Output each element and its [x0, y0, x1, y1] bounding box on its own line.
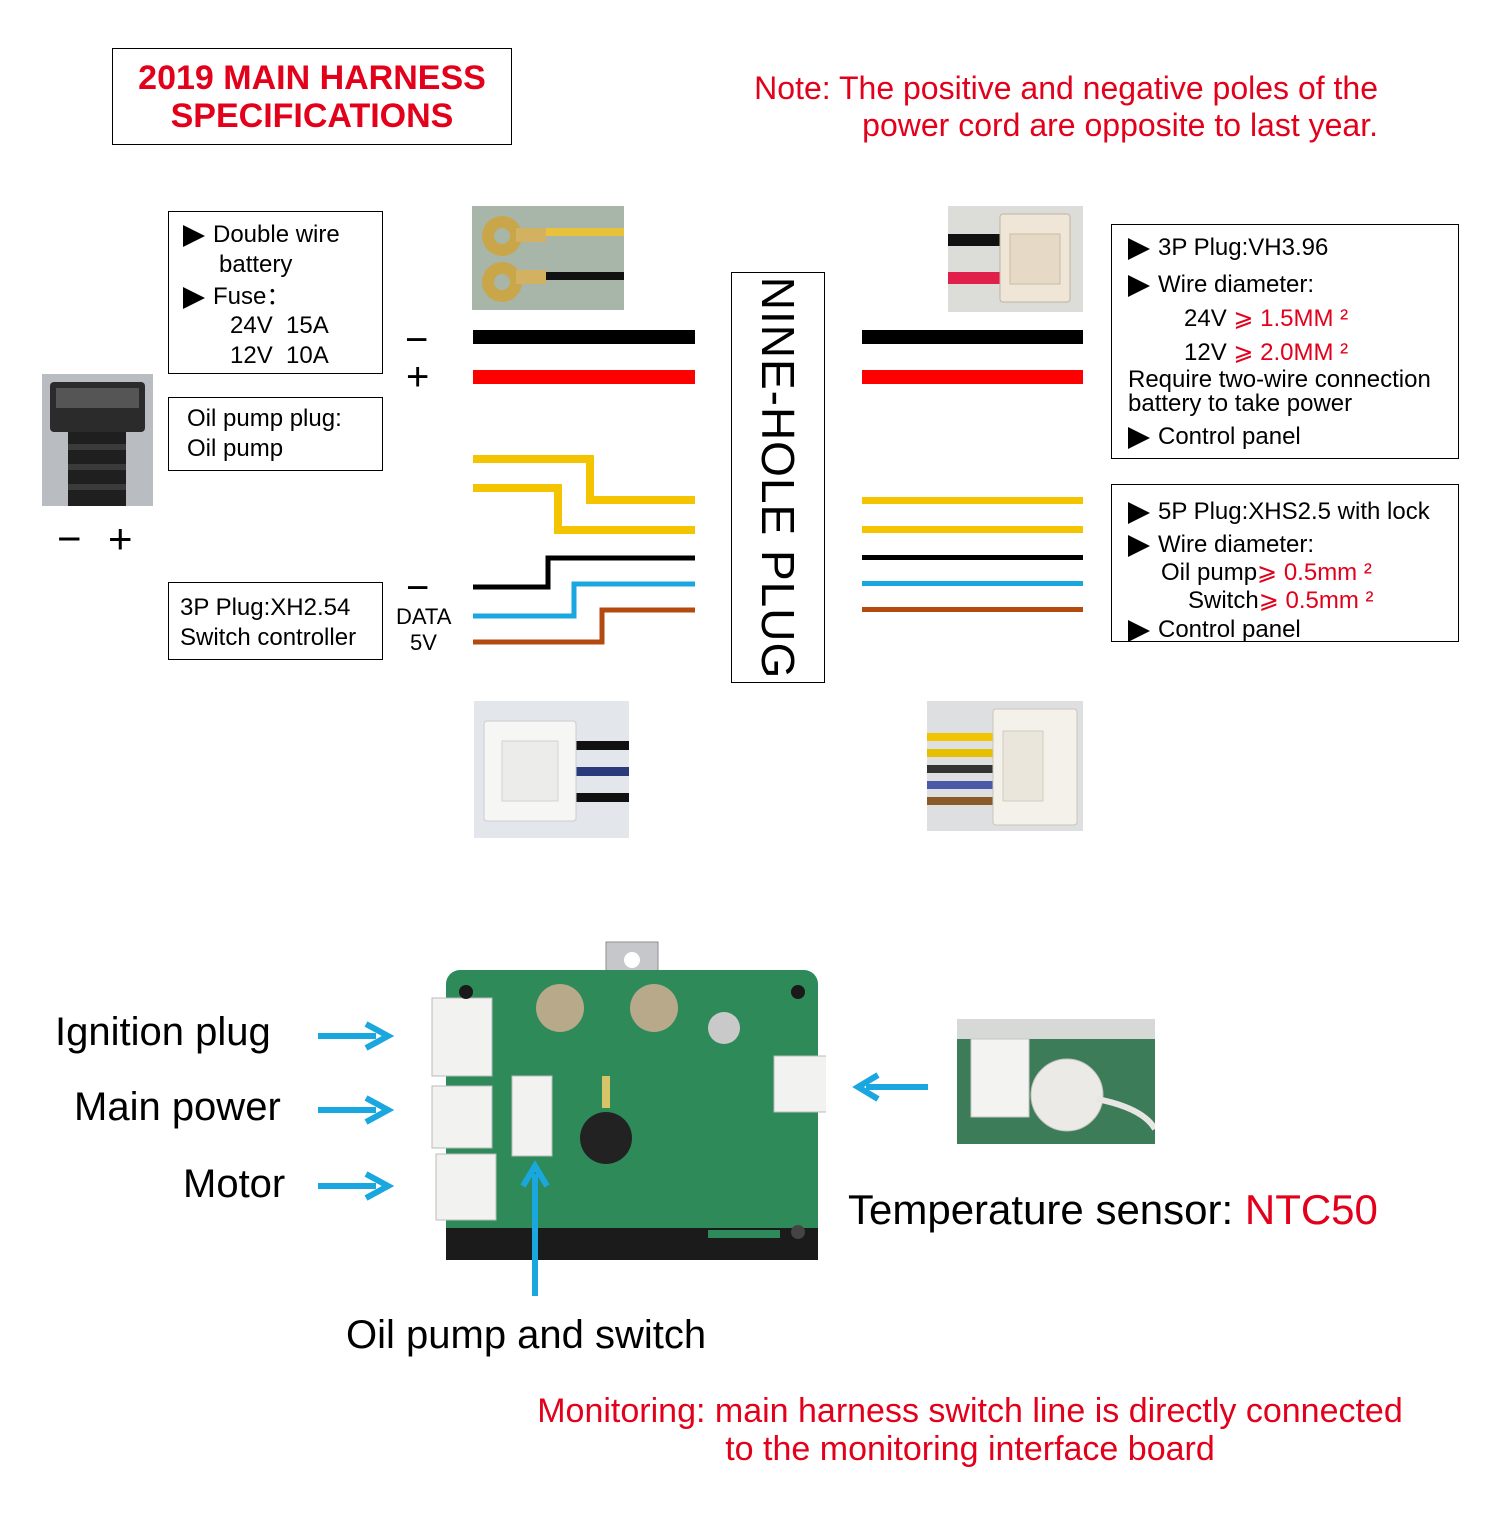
arrow-bullet-icon [1128, 501, 1150, 524]
right-yellow-wire-2 [862, 526, 1083, 533]
battery-item-2: Fuse： [183, 282, 290, 312]
oil-pump-line1: Oil pump plug: [187, 405, 342, 432]
monitoring-note: Monitoring: main harness switch line is … [470, 1392, 1470, 1468]
switch-line1: 3P Plug:XH2.54 [180, 594, 351, 621]
sensor-arrow-icon [852, 1072, 928, 1102]
xhs25-spec-box: 5P Plug:XHS2.5 with lock Wire diameter: … [1111, 484, 1459, 645]
note-line2: power cord are opposite to last year. [862, 107, 1378, 143]
vh396-item-2: Wire diameter: [1128, 270, 1314, 300]
wire-12v-spec: 12V ⩾ 2.0MM ² [1184, 339, 1349, 366]
left-yellow-wire-2 [473, 484, 695, 534]
temperature-sensor-label: Temperature sensor: NTC50 [848, 1186, 1378, 1233]
sensor-type: NTC50 [1244, 1186, 1378, 1233]
temperature-sensor-photo [957, 1019, 1155, 1144]
battery-spec-box: Double wire battery Fuse： 24V 15A 12V 10… [168, 211, 383, 374]
arrow-bullet-icon [1128, 534, 1150, 557]
arrow-bullet-icon [1128, 426, 1150, 449]
oil-pump-plus-sign: + [108, 515, 133, 562]
oil-pump-minus-sign: − [57, 515, 82, 562]
left-black-power-wire [473, 330, 695, 344]
arrow-bullet-icon [1128, 274, 1150, 297]
right-brown-5v-wire [862, 607, 1083, 612]
oil-pump-wire-spec: Oil pump⩾ 0.5mm ² [1161, 559, 1372, 586]
right-red-power-wire [862, 370, 1083, 384]
vh396-plug-photo [948, 206, 1083, 312]
monitoring-line2: to the monitoring interface board [725, 1430, 1215, 1468]
motor-arrow-icon [318, 1171, 395, 1201]
polarity-note: Note: The positive and negative poles of… [678, 70, 1378, 144]
arrow-bullet-icon [183, 286, 205, 309]
5v-label: 5V [410, 630, 437, 655]
main-power-label: Main power [74, 1085, 281, 1129]
switch-spec-box: 3P Plug:XH2.54 Switch controller [168, 582, 383, 660]
title-line2: SPECIFICATIONS [170, 96, 454, 135]
oil-pump-switch-arrow-icon [520, 1160, 550, 1296]
ring-terminal-photo [472, 206, 624, 310]
fuse-24v: 24V 15A [230, 312, 329, 339]
left-wire-bundle [473, 330, 695, 645]
right-yellow-wire-1 [862, 497, 1083, 504]
xh254-plug-photo [474, 701, 629, 838]
arrow-bullet-icon [1128, 237, 1150, 260]
xhs25-item-3: Control panel [1128, 615, 1301, 645]
battery-item-1: Double wire [183, 220, 340, 250]
left-brown-5v-wire [473, 607, 695, 645]
requirement-note: Require two-wire connection battery to t… [1128, 366, 1431, 417]
right-blue-data-wire [862, 581, 1083, 586]
oil-pump-spec-box: Oil pump plug: Oil pump [168, 397, 383, 471]
left-yellow-wire-1 [473, 455, 695, 504]
data-label: DATA [396, 604, 452, 629]
note-line1: Note: The positive and negative poles of… [754, 70, 1378, 106]
wire-24v-spec: 24V ⩾ 1.5MM ² [1184, 305, 1349, 332]
oil-pump-switch-label: Oil pump and switch [346, 1313, 707, 1357]
control-board-photo [428, 940, 826, 1270]
main-power-arrow-icon [318, 1095, 395, 1125]
left-blue-data-wire [473, 581, 695, 619]
xhs25-plug-photo [927, 701, 1083, 831]
arrow-bullet-icon [1128, 619, 1150, 642]
power-plus-sign: + [406, 355, 430, 399]
right-black-power-wire [862, 330, 1083, 344]
oil-pump-line2: Oil pump [187, 435, 284, 462]
monitoring-line1: Monitoring: main harness switch line is … [537, 1392, 1403, 1430]
ignition-arrow-icon [318, 1021, 395, 1051]
power-minus-sign: − [405, 318, 429, 362]
ignition-plug-label: Ignition plug [55, 1010, 271, 1054]
title-box: 2019 MAIN HARNESS SPECIFICATIONS [112, 48, 512, 145]
motor-label: Motor [183, 1162, 286, 1206]
title-line1: 2019 MAIN HARNESS [138, 58, 486, 97]
right-wire-bundle [862, 330, 1083, 612]
vh396-spec-box: 3P Plug:VH3.96 Wire diameter: 24V ⩾ 1.5M… [1111, 224, 1459, 459]
xhs25-item-1: 5P Plug:XHS2.5 with lock [1128, 497, 1430, 527]
vh396-item-1: 3P Plug:VH3.96 [1128, 233, 1328, 263]
nine-hole-plug-label: NINE-HOLE PLUG [752, 276, 804, 679]
signal-minus-sign: − [406, 566, 430, 610]
vh396-item-3: Control panel [1128, 422, 1301, 452]
fuse-12v: 12V 10A [230, 342, 329, 369]
switch-wire-spec: Switch⩾ 0.5mm ² [1188, 587, 1374, 614]
left-black-signal-wire [473, 555, 695, 590]
xhs25-item-2: Wire diameter: [1128, 530, 1314, 560]
left-red-power-wire [473, 370, 695, 384]
arrow-bullet-icon [183, 224, 205, 247]
right-black-signal-wire [862, 555, 1083, 560]
oil-pump-connector-photo [42, 374, 153, 506]
switch-line2: Switch controller [180, 624, 357, 651]
battery-item-1b: battery [219, 251, 293, 278]
nine-hole-plug: NINE-HOLE PLUG [731, 272, 825, 683]
